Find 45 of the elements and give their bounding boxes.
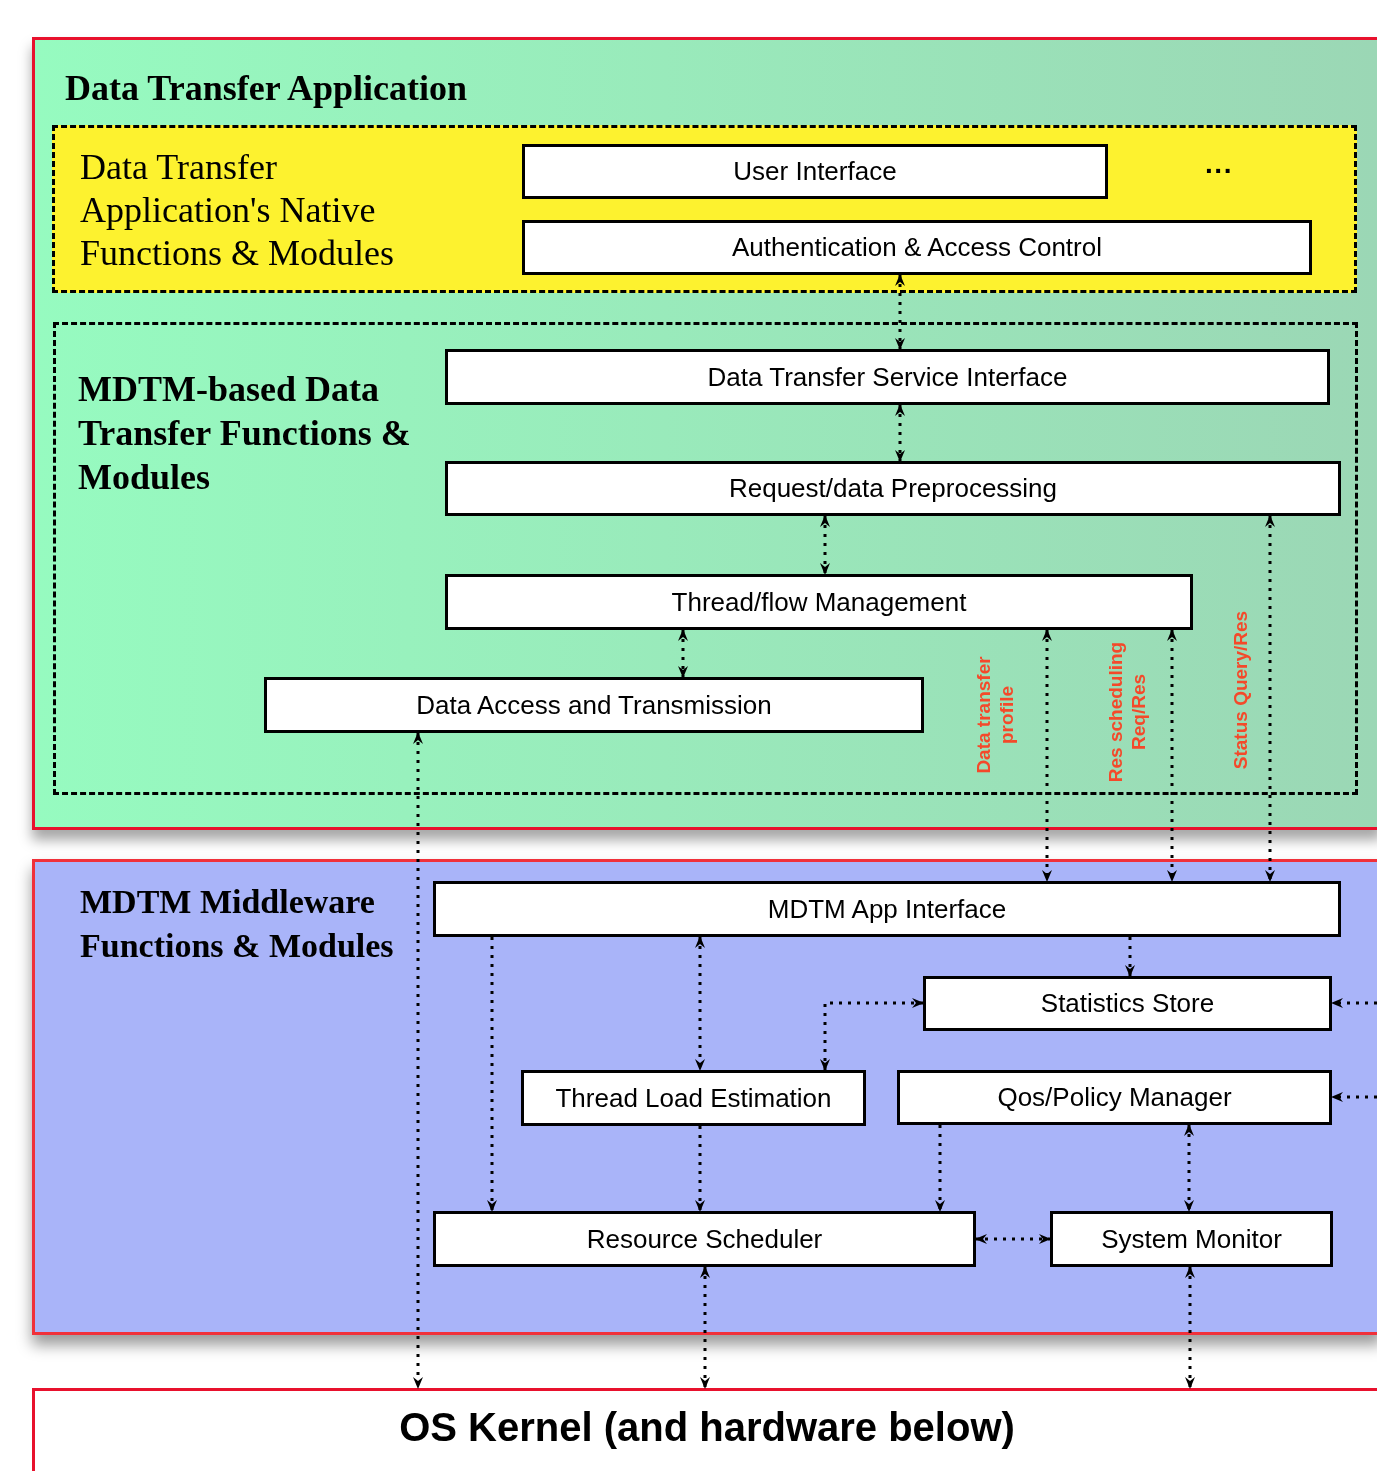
arrow — [820, 515, 830, 575]
arrow — [895, 274, 905, 350]
arrow — [487, 937, 497, 1212]
arrow — [895, 404, 905, 462]
arrow — [695, 1126, 705, 1212]
arrow — [700, 1266, 710, 1389]
group-box — [53, 322, 1358, 795]
arrow — [1042, 629, 1052, 882]
module-box: Data Transfer Service Interface — [445, 349, 1330, 405]
arrow — [1185, 1266, 1195, 1389]
group-heading: MDTM-based Data Transfer Functions & Modules — [78, 368, 412, 499]
layer-panel — [32, 37, 1377, 830]
module-box: Resource Scheduler — [433, 1211, 976, 1267]
arrow — [975, 1234, 1051, 1244]
edge-label: Data transfer profile — [972, 655, 1018, 776]
edge-label: Res scheduling Req/Res — [1104, 640, 1150, 785]
module-box: MDTM App Interface — [433, 881, 1341, 937]
module-box: Thread Load Estimation — [521, 1070, 866, 1126]
arrow — [413, 732, 423, 1389]
edge-label: Status Query/Res — [1228, 609, 1252, 772]
arrow — [1331, 1092, 1377, 1102]
group-heading: Data Transfer Application — [65, 67, 469, 110]
ellipsis-text: ··· — [1205, 154, 1233, 188]
module-box: Request/data Preprocessing — [445, 461, 1341, 516]
module-box: Thread/flow Management — [445, 574, 1193, 630]
module-box: System Monitor — [1050, 1211, 1333, 1267]
arrow — [935, 1125, 945, 1212]
module-box: User Interface — [522, 144, 1108, 199]
arrow — [678, 629, 688, 678]
layer-panel: OS Kernel (and hardware below) — [32, 1388, 1377, 1471]
module-box: Data Access and Transmission — [264, 677, 924, 733]
module-box: Authentication & Access Control — [522, 220, 1312, 275]
group-box — [52, 125, 1357, 293]
module-box: Statistics Store — [923, 976, 1332, 1031]
arrow — [695, 936, 705, 1071]
arrow — [1265, 515, 1275, 882]
layer-panel — [32, 859, 1377, 1335]
arrow — [1167, 629, 1177, 882]
group-heading: Data Transfer Application's Native Functions & Modules — [80, 146, 395, 275]
arrow — [820, 998, 924, 1071]
arrow — [1331, 998, 1377, 1008]
group-heading: MDTM Middleware Functions & Modules — [80, 882, 395, 966]
arrow — [1125, 937, 1135, 977]
module-box: Qos/Policy Manager — [897, 1070, 1332, 1125]
arrow — [1184, 1124, 1194, 1212]
